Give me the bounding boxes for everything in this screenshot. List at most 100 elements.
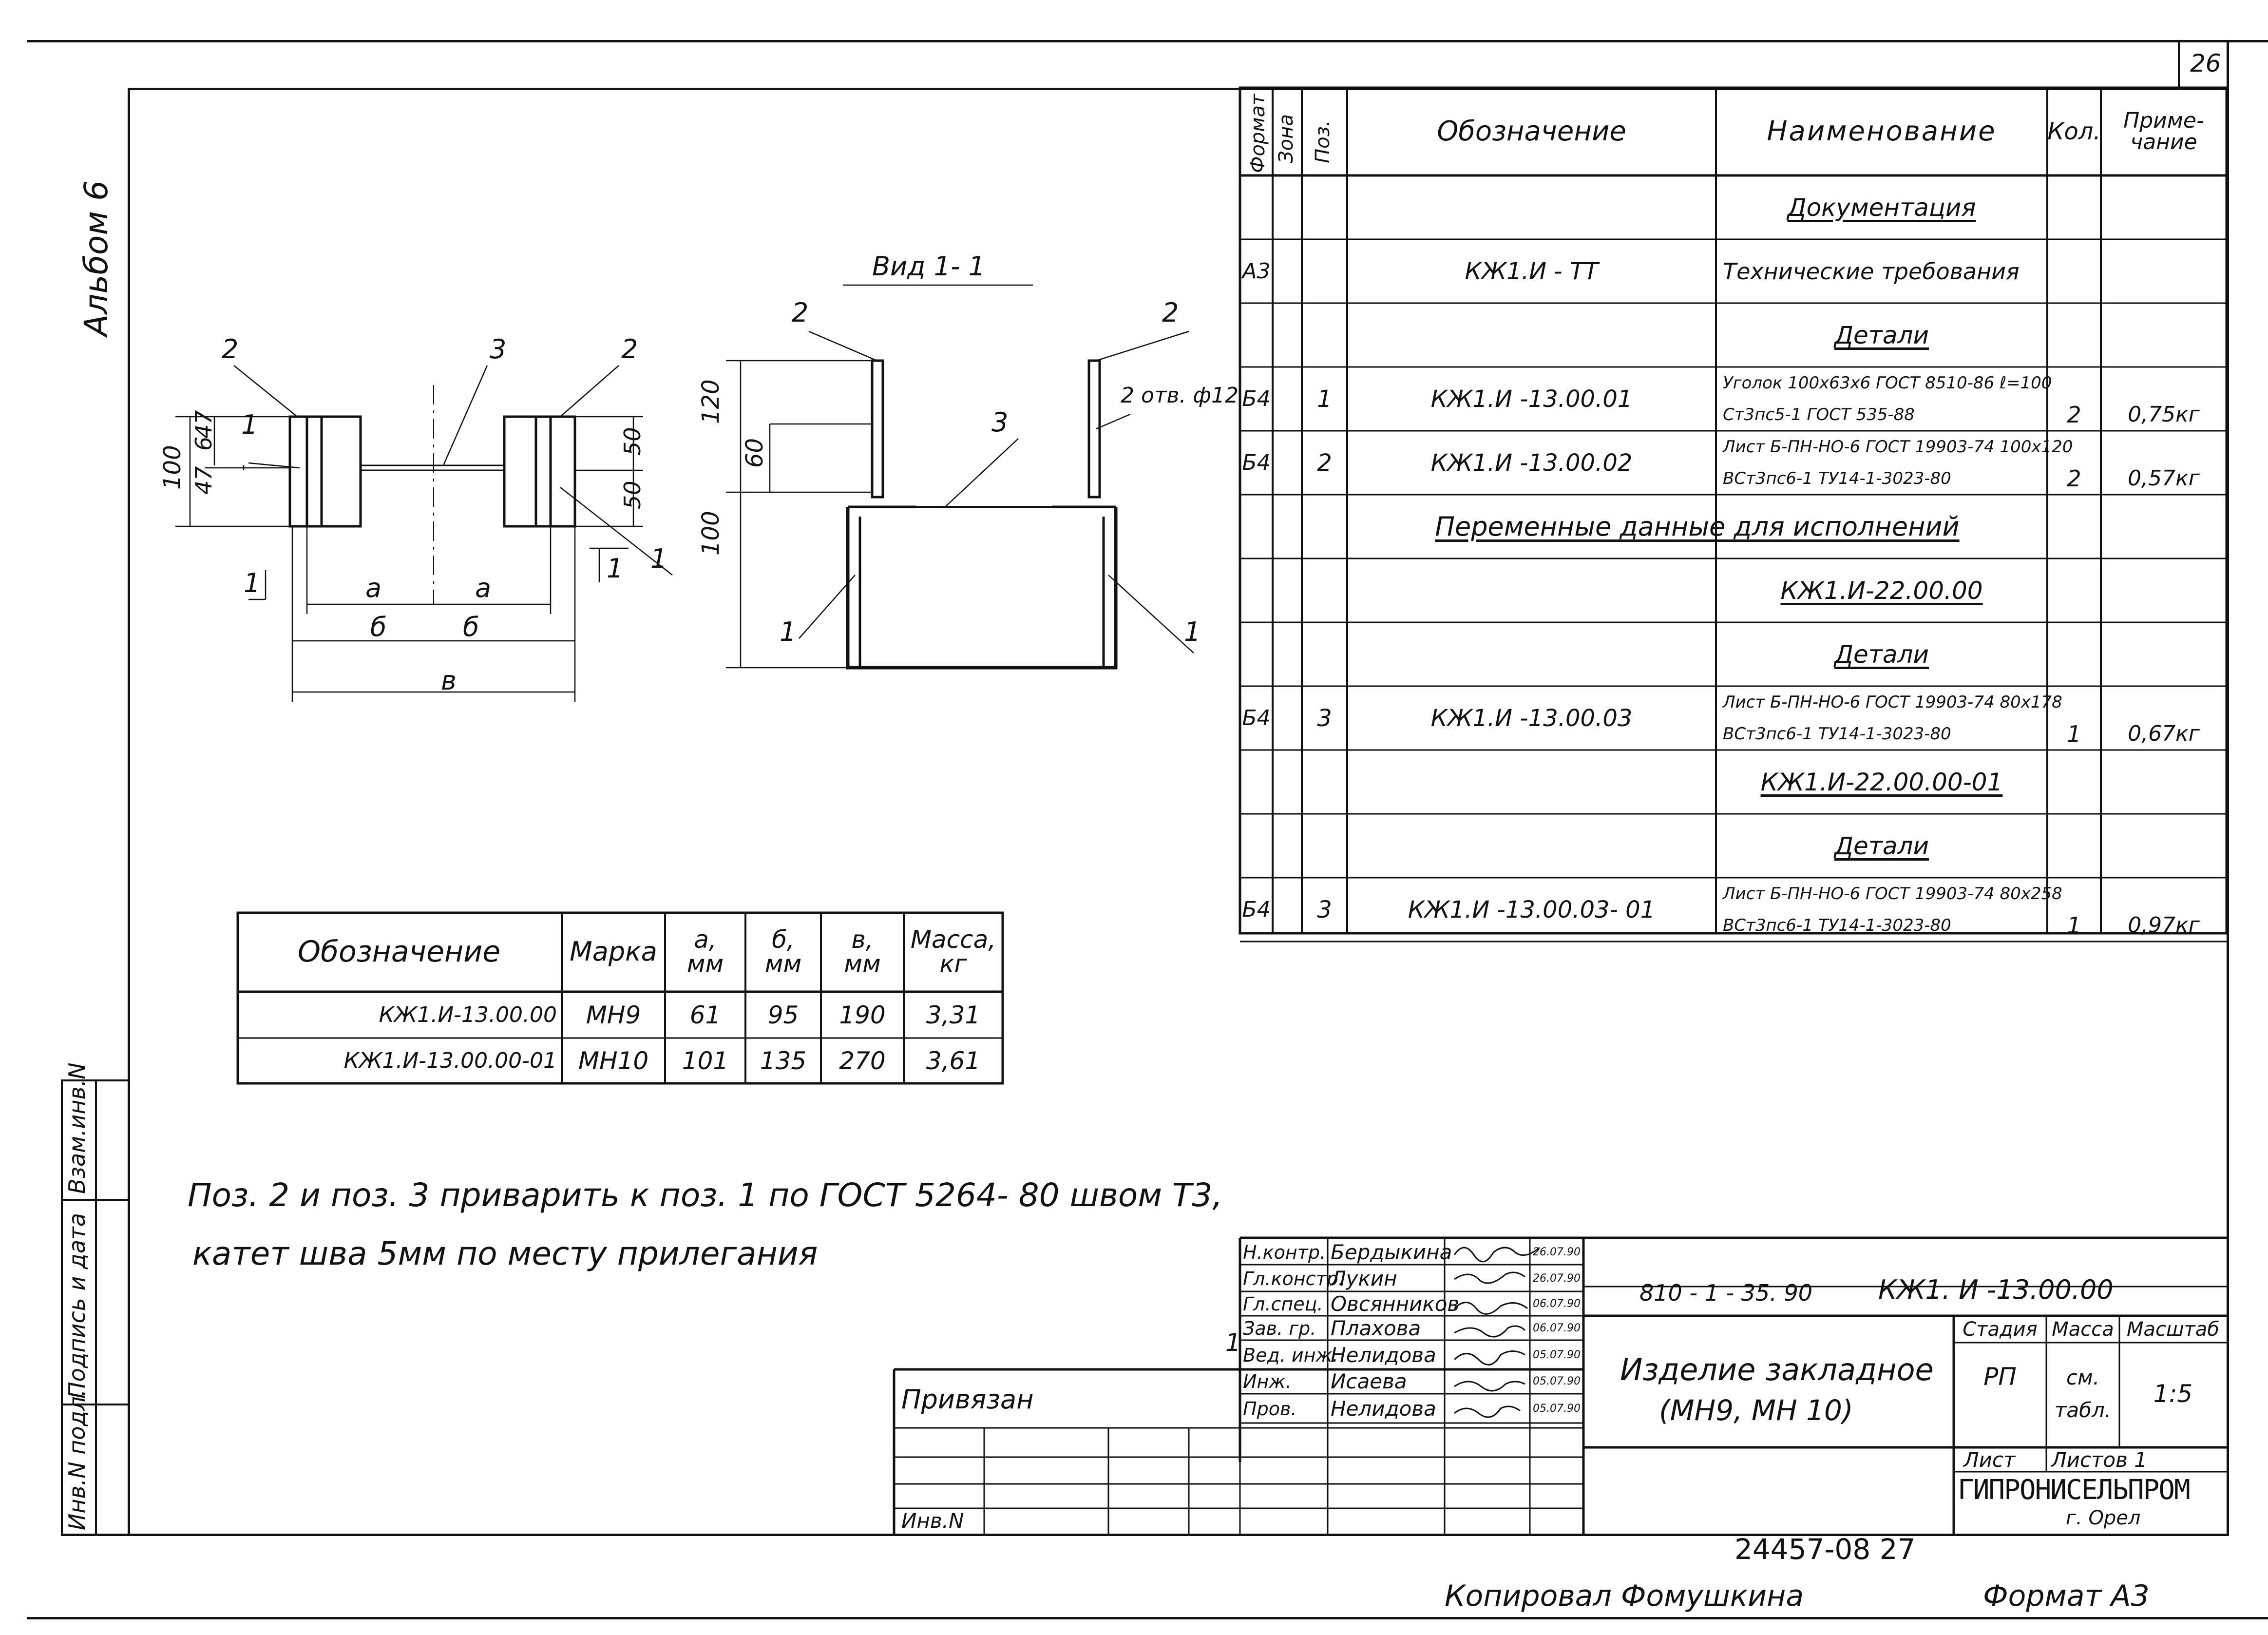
side-view-angle <box>846 507 1118 670</box>
hole-label: 2 отв. ф12 <box>1121 383 1239 408</box>
archive-number: 24457-08 27 <box>1734 1533 1916 1566</box>
spec-name-cell: Уголок 100х63х6 ГОСТ 8510-86 ℓ=100 <box>1723 373 2052 393</box>
dim-letter: в <box>441 665 457 696</box>
sheets-label: Листов 1 <box>2051 1448 2147 1472</box>
spec-designation-cell: КЖ1.И -13.00.03 <box>1430 704 1633 732</box>
tb-name: Плахова <box>1331 1316 1421 1340</box>
dim-label: 1 <box>780 616 797 647</box>
variants-cell: 3,61 <box>926 1046 981 1075</box>
note-line-2: катет шва 5мм по месту прилегания <box>192 1235 818 1272</box>
tb-name: Нелидова <box>1331 1397 1436 1421</box>
view-title: Вид 1- 1 <box>872 251 986 282</box>
frame-left <box>128 88 130 1536</box>
document-subtitle: (МН9, МН 10) <box>1659 1394 1853 1427</box>
tb-role: Зав. гр. <box>1243 1318 1316 1339</box>
spec-note-cell: 0,75кг <box>2128 402 2200 427</box>
dim-label: 2 <box>621 334 638 365</box>
tb-date: 05.07.90 <box>1533 1349 1581 1361</box>
tb-name: Овсянников <box>1331 1292 1460 1316</box>
spec-name-cell: Детали <box>1834 640 1929 669</box>
spec-note-cell: 0,67кг <box>2128 721 2200 747</box>
spec-name-cell-2: Ст3пс5-1 ГОСТ 535-88 <box>1723 405 1915 425</box>
side-plate-right <box>1087 359 1101 499</box>
mass-value: см. табл. <box>2054 1365 2112 1422</box>
note-line-1: Поз. 2 и поз. 3 приварить к поз. 1 по ГО… <box>188 1176 1223 1214</box>
variants-header: Обозначение <box>297 934 501 969</box>
tb-name: Лукин <box>1331 1267 1397 1290</box>
spec-name-cell: Лист Б-ПН-НО-6 ГОСТ 19903-74 80х258 <box>1723 884 2062 904</box>
dim-letter: б <box>463 612 479 642</box>
spec-designation-cell: КЖ1.И -13.00.02 <box>1430 449 1633 477</box>
tb-date: 06.07.90 <box>1533 1322 1581 1334</box>
tb-role: Н.контр. <box>1243 1242 1326 1263</box>
stage-header: Стадия <box>1963 1318 2038 1341</box>
variants-cell: 3,31 <box>926 1000 981 1029</box>
spec-qty-cell: 1 <box>2067 721 2081 748</box>
organization: ГИПРОНИСЕЛЬПРОМ <box>1958 1474 2191 1506</box>
dim-letter: а <box>365 573 382 603</box>
spec-name-cell-2: ВСт3пс6-1 ТУ14-1-3023-80 <box>1723 916 1951 936</box>
variants-cell: МН10 <box>578 1046 649 1075</box>
spec-format-cell: Б4 <box>1242 386 1271 411</box>
city: г. Орел <box>2066 1507 2141 1529</box>
spec-pos-cell: 3 <box>1317 896 1332 923</box>
variants-header: Марка <box>570 936 657 967</box>
spec-name-cell: Документация <box>1787 193 1976 222</box>
spec-note-cell: 0,57кг <box>2128 466 2200 491</box>
variants-cell: 95 <box>767 1000 799 1029</box>
tb-role: Гл.спец. <box>1243 1293 1323 1315</box>
change-mark: 1 <box>1225 1328 1241 1357</box>
variants-header: в, мм <box>844 925 881 978</box>
spec-format-cell: А3 <box>1242 258 1271 284</box>
inv-no-label: Инв.N <box>901 1509 964 1533</box>
spec-qty-cell: 2 <box>2067 465 2081 492</box>
copied-by: Копировал Фомушкина <box>1445 1579 1804 1613</box>
frame-top <box>128 88 2229 90</box>
sheet-label: Лист <box>1963 1448 2016 1472</box>
spec-variants-heading: Переменные данные для исполнений <box>1435 511 1960 542</box>
dim-label: 2 <box>792 297 809 328</box>
variants-cell: КЖ1.И-13.00.00-01 <box>343 1048 557 1073</box>
format-label: Формат А3 <box>1983 1579 2150 1613</box>
tb-date: 05.07.90 <box>1533 1375 1581 1387</box>
section-mark: 1 <box>244 568 261 598</box>
variants-cell: 190 <box>839 1000 886 1029</box>
variants-cell: 61 <box>689 1000 721 1029</box>
doc-number: КЖ1. И -13.00.00 <box>1878 1274 2114 1305</box>
variants-cell: КЖ1.И-13.00.00 <box>379 1002 557 1027</box>
variants-header: б, мм <box>764 925 802 978</box>
spec-name-cell: Лист Б-ПН-НО-6 ГОСТ 19903-74 80х178 <box>1723 692 2062 712</box>
spec-pos-cell: 2 <box>1317 449 1332 477</box>
spec-designation-cell: КЖ1.И - ТТ <box>1465 257 1599 285</box>
tb-name: Исаева <box>1331 1369 1407 1393</box>
header-qty: Кол. <box>2047 118 2101 145</box>
tb-role: Вед. инж. <box>1243 1345 1338 1366</box>
spec-pos-cell: 3 <box>1317 704 1332 732</box>
spec-name-cell-2: ВСт3пс6-1 ТУ14-1-3023-80 <box>1723 469 1951 489</box>
spec-designation-cell: КЖ1.И -13.00.01 <box>1430 385 1633 413</box>
tb-name: Нелидова <box>1331 1343 1436 1367</box>
page-number: 26 <box>2190 49 2221 77</box>
dim-letter: б <box>370 612 387 642</box>
variants-cell: МН9 <box>586 1000 641 1029</box>
spec-name-cell: КЖ1.И-22.00.00 <box>1780 576 1983 605</box>
spec-name-cell: Детали <box>1834 831 1929 860</box>
tb-date: 05.07.90 <box>1533 1403 1581 1415</box>
linked-label: Привязан <box>901 1384 1034 1415</box>
tb-role: Инж. <box>1243 1371 1292 1392</box>
tb-name: Бердыкина <box>1331 1240 1452 1264</box>
spec-name-cell-2: ВСт3пс6-1 ТУ14-1-3023-80 <box>1723 724 1951 744</box>
dim-letter: а <box>475 573 492 603</box>
header-designation: Обозначение <box>1437 115 1626 147</box>
side-plate-left <box>871 359 884 499</box>
dim-label: 2 <box>1162 297 1179 328</box>
scale-value: 1:5 <box>2153 1380 2193 1408</box>
stage-value: РП <box>1983 1363 2017 1391</box>
spec-format-cell: Б4 <box>1242 897 1271 922</box>
spec-name-cell: Лист Б-ПН-НО-6 ГОСТ 19903-74 100х120 <box>1723 437 2073 457</box>
variants-cell: 270 <box>839 1046 886 1075</box>
section-mark: 1 <box>607 553 624 584</box>
spec-qty-cell: 2 <box>2067 402 2081 428</box>
